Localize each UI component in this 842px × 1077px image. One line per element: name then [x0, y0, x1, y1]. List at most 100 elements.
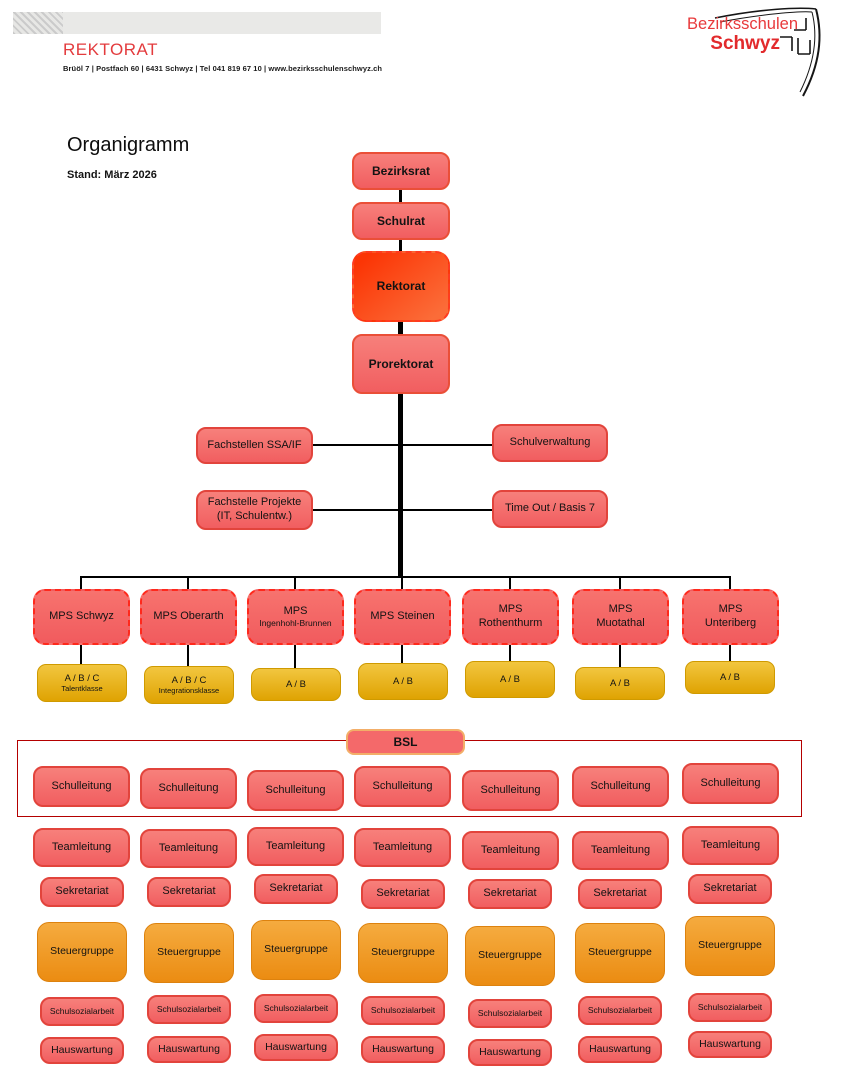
org-box-label: Sekretariat — [376, 887, 430, 900]
org-box-steuergruppe: Steuergruppe — [465, 926, 555, 986]
org-box-label-line2: (IT, Schulentw.) — [216, 510, 293, 522]
connector-rektorat-prorektorat — [398, 321, 403, 335]
connector-side-row1 — [313, 444, 492, 446]
org-box-hauswartung: Hauswartung — [688, 1031, 772, 1058]
org-box-teamleitung: Teamleitung — [572, 831, 669, 870]
org-box-label: Schulsozialarbeit — [587, 1005, 653, 1016]
connector-stub — [729, 576, 731, 592]
org-box-steuergruppe: Steuergruppe — [575, 923, 665, 983]
org-box-label-line1: A / B — [719, 671, 741, 683]
org-box-label: Steuergruppe — [264, 943, 328, 956]
org-box-label-line1: MPS Oberarth — [153, 610, 224, 623]
org-box-label-line2: Unteriberg — [704, 617, 757, 629]
org-box-label: Sekretariat — [162, 885, 216, 898]
connector-schulrat-rektorat — [399, 239, 402, 253]
org-box-label: Bezirksrat — [371, 163, 431, 178]
org-box-label: Schulsozialarbeit — [263, 1003, 329, 1014]
org-box-label: Steuergruppe — [157, 946, 221, 959]
letterhead-gray-bar — [63, 12, 381, 34]
org-box-classes: A / B — [575, 667, 665, 700]
logo-line2: Schwyz — [710, 33, 780, 54]
org-box-schulleitung: Schulleitung — [682, 763, 779, 804]
org-box-sekretariat: Sekretariat — [40, 877, 124, 907]
org-box-mps-muotathal: MPS Muotathal — [572, 589, 669, 645]
org-box-sekretariat: Sekretariat — [254, 874, 338, 904]
connector-stub — [80, 576, 82, 592]
org-box-mps-oberarth: MPS Oberarth — [140, 589, 237, 645]
org-box-label: Schulverwaltung — [509, 436, 591, 449]
org-box-schulsozialarbeit: Schulsozialarbeit — [468, 999, 552, 1028]
org-box-label-line1: A / B / C — [171, 674, 207, 686]
org-box-mps-schwyz: MPS Schwyz — [33, 589, 130, 645]
org-box-label: Schulsozialarbeit — [697, 1002, 763, 1013]
org-box-classes: A / B — [358, 663, 448, 700]
department-title: REKTORAT — [63, 40, 158, 59]
org-box-teamleitung: Teamleitung — [462, 831, 559, 870]
connector-class-stub — [187, 642, 189, 668]
org-box-label-line1: MPS — [718, 603, 743, 616]
org-box-mps-steinen: MPS Steinen — [354, 589, 451, 645]
org-box-schulsozialarbeit: Schulsozialarbeit — [40, 997, 124, 1026]
org-box-classes: A / B — [251, 668, 341, 701]
org-box-label: Hauswartung — [51, 1043, 113, 1056]
org-box-label-line2: Integrationsklasse — [158, 686, 220, 696]
org-box-label: Schulrat — [376, 213, 425, 228]
org-box-label-line1: MPS — [498, 603, 523, 616]
connector-stub — [401, 576, 403, 592]
org-box-label: Hauswartung — [372, 1042, 434, 1055]
org-box-classes: A / B / C Talentklasse — [37, 664, 127, 702]
org-box-bsl: BSL — [346, 729, 465, 755]
logo-line1: Bezirksschulen — [687, 15, 798, 33]
org-box-label: Schulsozialarbeit — [156, 1004, 222, 1015]
org-box-label: Time Out / Basis 7 — [504, 502, 596, 515]
org-box-label-line2: Muotathal — [596, 617, 645, 629]
logo: Bezirksschulen Schwyz — [660, 6, 838, 98]
org-box-label: Hauswartung — [158, 1042, 220, 1055]
address-line: Brüöl 7 | Postfach 60 | 6431 Schwyz | Te… — [63, 64, 383, 73]
org-box-fachstellen-ssa-if: Fachstellen SSA/IF — [196, 427, 313, 464]
connector-class-stub — [401, 642, 403, 666]
org-box-hauswartung: Hauswartung — [40, 1037, 124, 1064]
connector-stub — [509, 576, 511, 592]
org-box-label: Sekretariat — [703, 882, 757, 895]
org-box-label: Rektorat — [376, 279, 426, 293]
org-box-label: Schulleitung — [51, 779, 112, 792]
org-box-label: Sekretariat — [269, 882, 323, 895]
connector-stub — [187, 576, 189, 592]
org-box-classes: A / B — [465, 661, 555, 698]
org-box-label-line1: A / B — [285, 678, 307, 690]
org-box-schulsozialarbeit: Schulsozialarbeit — [147, 995, 231, 1024]
org-box-mps-unteriberg: MPS Unteriberg — [682, 589, 779, 645]
org-box-label-line2: Talentklasse — [61, 684, 103, 694]
org-box-schulsozialarbeit: Schulsozialarbeit — [688, 993, 772, 1022]
org-box-label: Sekretariat — [593, 887, 647, 900]
org-box-label: Schulsozialarbeit — [370, 1005, 436, 1016]
org-box-hauswartung: Hauswartung — [361, 1036, 445, 1063]
org-box-label: BSL — [393, 734, 418, 749]
org-box-time-out-basis-7: Time Out / Basis 7 — [492, 490, 608, 528]
org-box-mps-ingenhohl-brunnen: MPS Ingenhohl-Brunnen — [247, 589, 344, 645]
org-box-label: Teamleitung — [265, 839, 326, 852]
org-box-label-line1: MPS Steinen — [370, 610, 435, 623]
logo-swoosh — [714, 7, 821, 97]
org-box-schulleitung: Schulleitung — [462, 770, 559, 811]
org-box-steuergruppe: Steuergruppe — [358, 923, 448, 983]
org-box-schulsozialarbeit: Schulsozialarbeit — [578, 996, 662, 1025]
org-box-label: Hauswartung — [479, 1045, 541, 1058]
connector-class-stub — [294, 642, 296, 670]
org-box-label-line1: MPS — [283, 605, 308, 618]
org-box-label: Steuergruppe — [698, 939, 762, 952]
org-box-schulleitung: Schulleitung — [572, 766, 669, 807]
org-box-steuergruppe: Steuergruppe — [144, 923, 234, 983]
org-box-label: Prorektorat — [368, 356, 434, 371]
org-box-schulverwaltung: Schulverwaltung — [492, 424, 608, 462]
org-box-schulleitung: Schulleitung — [33, 766, 130, 807]
connector-class-stub — [619, 642, 621, 669]
org-box-teamleitung: Teamleitung — [247, 827, 344, 866]
org-box-label: Schulleitung — [480, 783, 541, 796]
org-box-teamleitung: Teamleitung — [33, 828, 130, 867]
org-box-label-line1: MPS Schwyz — [49, 610, 114, 623]
org-box-schulleitung: Schulleitung — [354, 766, 451, 807]
page-title: Organigramm — [67, 134, 190, 156]
